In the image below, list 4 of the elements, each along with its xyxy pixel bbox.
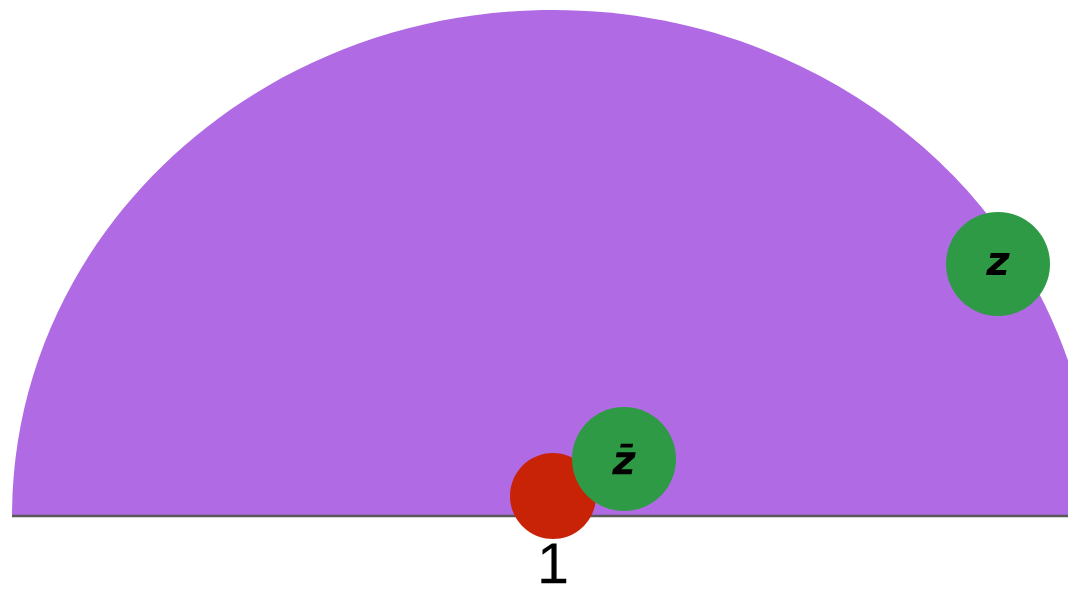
circle-badge: z xyxy=(946,212,1050,316)
point-dot xyxy=(510,453,596,539)
circle-badge: z̄ xyxy=(572,407,676,511)
point-label: 1 xyxy=(541,543,567,584)
